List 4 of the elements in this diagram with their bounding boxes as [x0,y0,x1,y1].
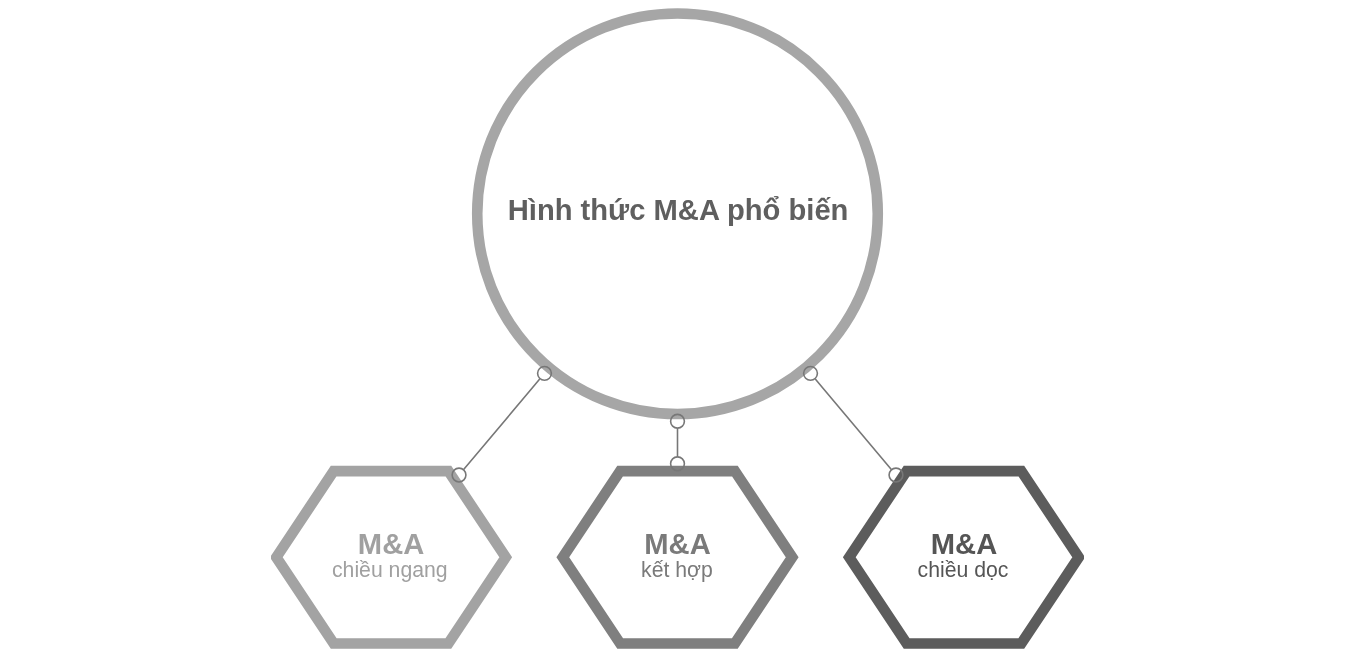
connector [802,365,904,483]
connector [450,365,552,483]
node-circle: Hình thức M&A phổ biến [471,8,883,420]
connector [669,413,685,472]
